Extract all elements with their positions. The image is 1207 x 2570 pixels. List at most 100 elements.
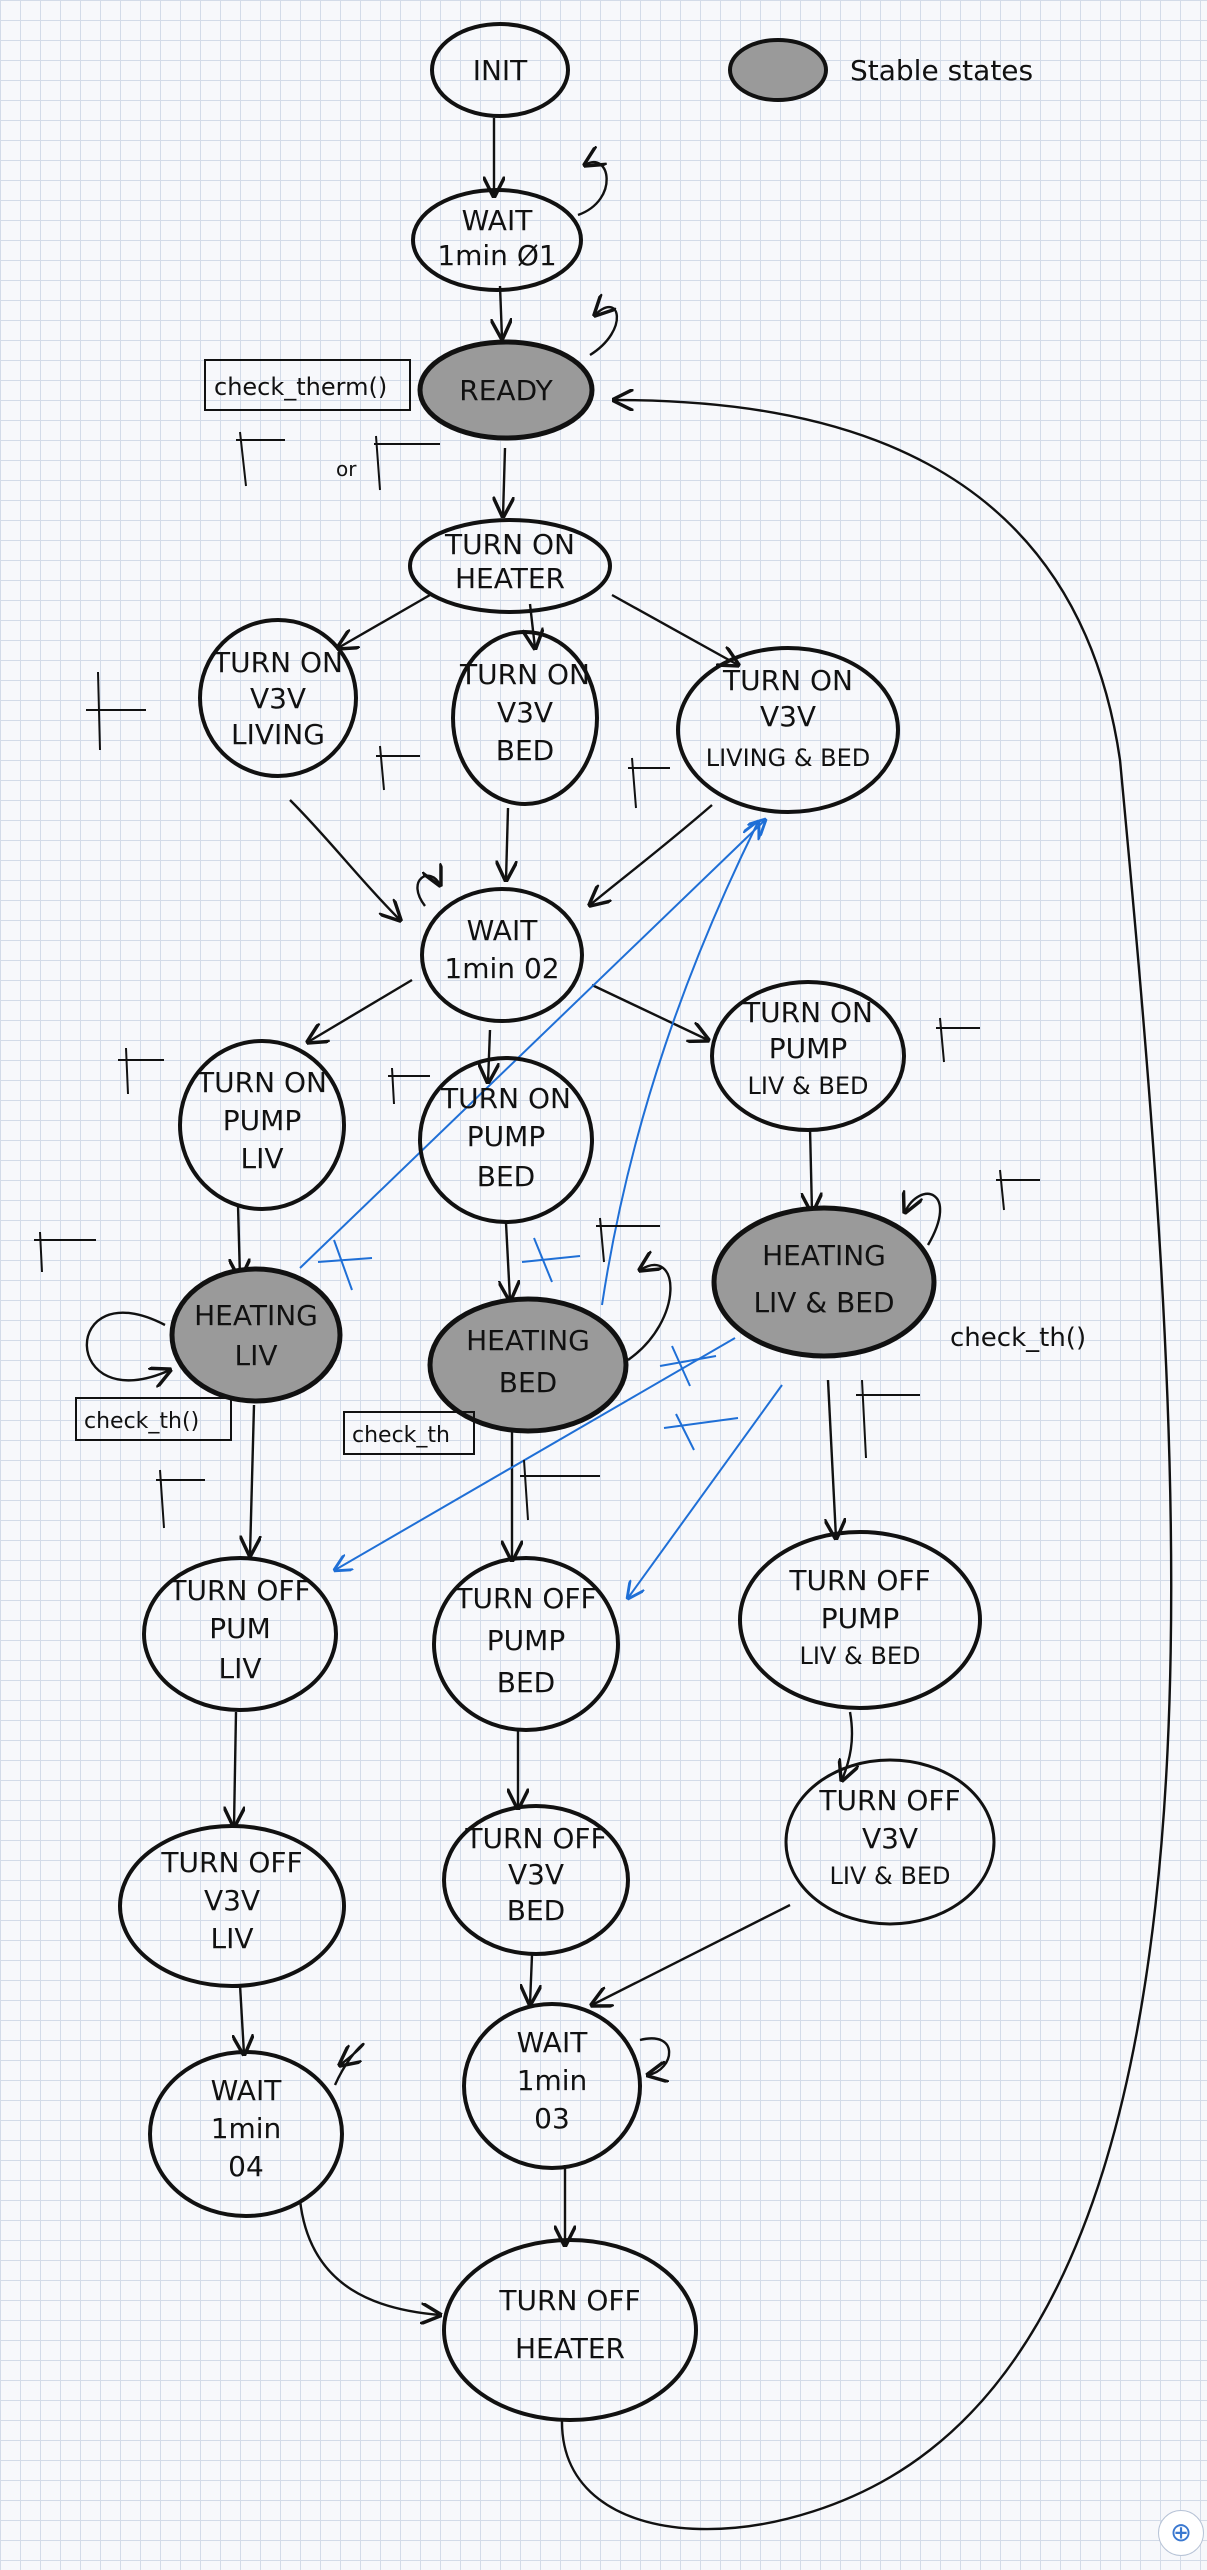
edge-pumpbed-heatbed — [506, 1222, 510, 1300]
edge-heatbed-v3vlivbed — [601, 822, 758, 1306]
edge-wait4-self — [333, 2042, 365, 2086]
condition-marks — [34, 431, 1040, 1529]
edge-heatliv-self — [85, 1311, 170, 1381]
edge-heatlivbed-offpumpbed — [628, 1384, 783, 1598]
svg-text:check_th: check_th — [352, 1423, 450, 1448]
node-init: INIT — [430, 22, 570, 118]
edges — [85, 118, 1173, 2531]
edge-offv3vliv-wait4 — [240, 1984, 244, 2054]
edge-pumpliv-heatliv — [238, 1204, 240, 1278]
edge-v3vbed-wait2 — [506, 807, 508, 880]
edge-v3vlivbed-wait2 — [590, 804, 713, 905]
svg-text:check_therm(): check_therm() — [214, 373, 387, 401]
edge-wait3-self — [639, 2037, 671, 2075]
edge-heatliv-v3vlivbed — [299, 820, 765, 1269]
svg-text:or: or — [336, 457, 357, 481]
edge-ready-self — [589, 307, 619, 357]
edge-offv3vlivbed-wait3 — [592, 1903, 791, 2005]
node-ready: READY — [417, 339, 595, 441]
note-or: or — [336, 457, 357, 481]
edge-heateroff-ready — [560, 400, 1173, 2531]
edge-ready-heater — [503, 447, 505, 516]
edge-wait4-heateroff — [298, 2199, 440, 2315]
svg-text:check_th(): check_th() — [950, 1323, 1086, 1353]
edge-offv3vbed-wait3 — [530, 1954, 532, 2004]
edge-heatlivbed-self — [905, 1194, 942, 1246]
edge-v3vliv-wait2 — [289, 799, 400, 920]
plus-icon: ⊕ — [1170, 2518, 1192, 2548]
edge-wait2-self — [416, 876, 440, 907]
blue-condition-marks — [317, 1237, 739, 1451]
legend: Stable states — [728, 38, 1033, 102]
note-check-th-livbed: check_th() — [950, 1323, 1086, 1353]
legend-label: Stable states — [850, 54, 1033, 87]
svg-text:INIT: INIT — [473, 54, 528, 87]
edge-wait2-pumplivbed — [591, 983, 708, 1040]
zoom-in-button[interactable]: ⊕ — [1158, 2510, 1204, 2556]
edge-wait2-pumpliv — [308, 978, 413, 1042]
edge-wait1-ready — [500, 285, 502, 338]
note-check-th-bed: check_th — [343, 1411, 475, 1455]
edge-heater-v3vlivbed — [611, 593, 738, 665]
edge-heater-v3vliv — [338, 593, 431, 648]
edge-heatlivbed-offpumplivbed — [828, 1379, 836, 1538]
svg-text:check_th(): check_th() — [84, 1409, 199, 1434]
note-check-therm: check_therm() — [204, 359, 411, 411]
edge-pumplivbed-heatlivbed — [810, 1127, 812, 1212]
edge-heatlivbed-offpumpliv — [335, 1337, 736, 1570]
edge-wait2-pumpbed — [488, 1029, 490, 1082]
note-check-th-liv: check_th() — [75, 1397, 232, 1441]
edge-heatbed-self — [627, 1265, 672, 1361]
edge-heatliv-offpumpliv — [250, 1404, 254, 1555]
blue-edges — [299, 820, 783, 1598]
edge-offpumpliv-offv3vliv — [234, 1711, 236, 1826]
svg-text:READY: READY — [459, 374, 553, 407]
edge-offpumplivbed-offv3vlivbed — [842, 1711, 852, 1780]
legend-stable-swatch — [728, 38, 828, 102]
edge-wait1-self — [577, 162, 608, 217]
